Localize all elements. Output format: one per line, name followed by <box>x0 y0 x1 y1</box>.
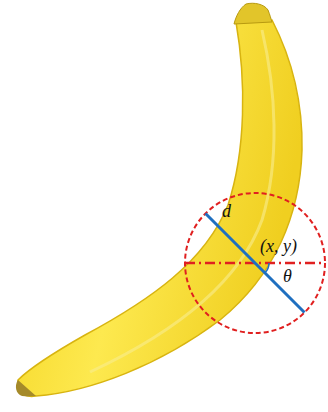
banana-ridge <box>90 30 274 372</box>
region-circle <box>185 193 325 333</box>
banana-body <box>18 20 302 396</box>
angle-arc <box>265 263 269 273</box>
center-coordinate-label: (x, y) <box>260 237 297 255</box>
diameter-label: d <box>222 202 231 220</box>
angle-label: θ <box>283 267 292 285</box>
banana-stem <box>234 3 272 24</box>
banana-tip <box>16 380 36 396</box>
diameter-segment <box>206 214 305 313</box>
